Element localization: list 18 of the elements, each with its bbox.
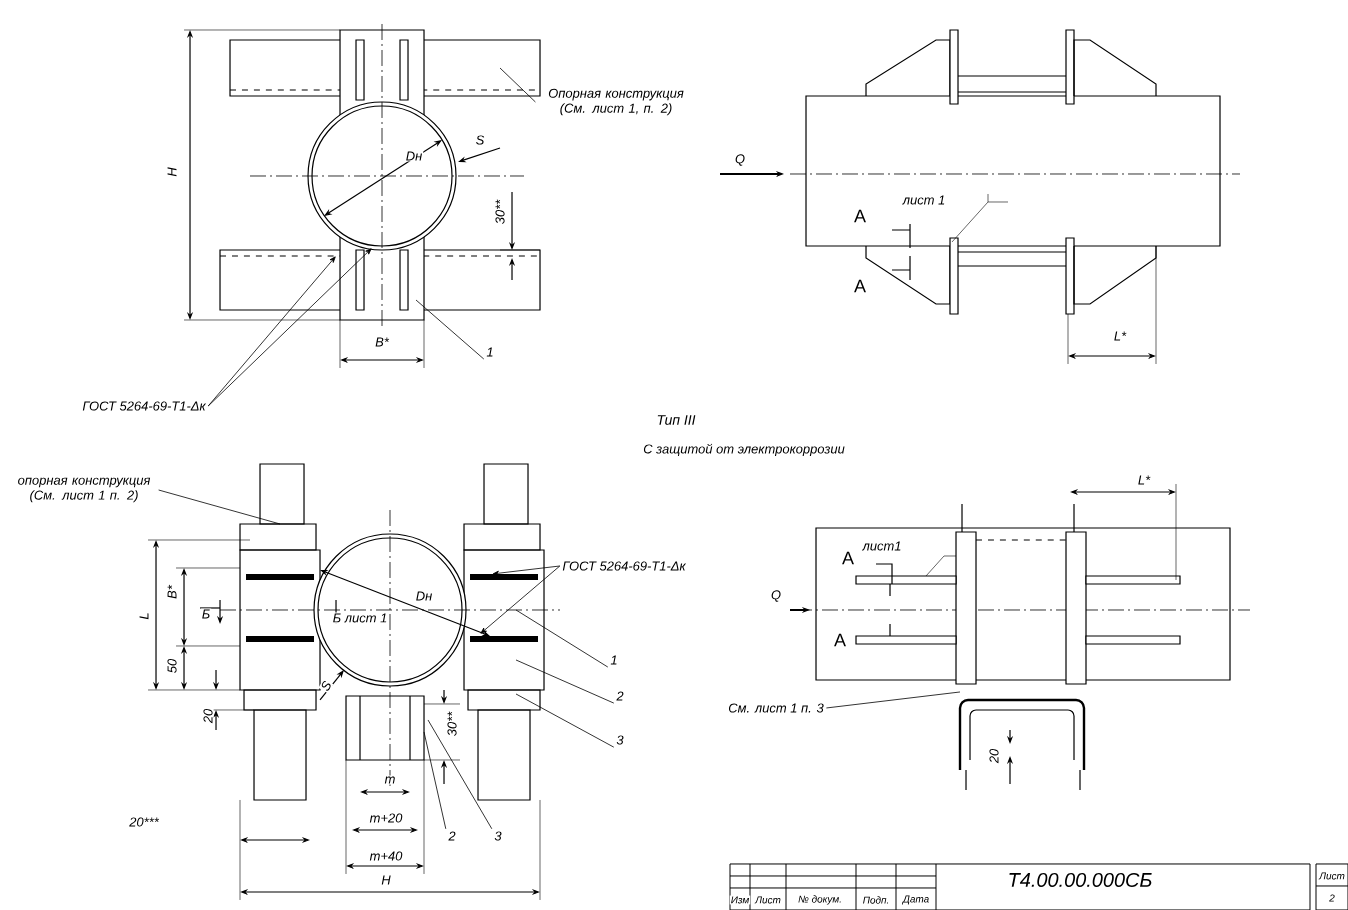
- leader-line: [207, 256, 336, 407]
- leader-line: [826, 691, 961, 709]
- leader-line: [427, 719, 493, 830]
- leader-line: [515, 609, 609, 668]
- dimension-label: A: [853, 278, 867, 294]
- drawing-number: Т4.00.00.000СБ: [1006, 871, 1154, 889]
- leader-line: [515, 659, 615, 704]
- leader-line: [499, 67, 536, 103]
- leader-line: [207, 248, 372, 407]
- dimension-label: A: [833, 632, 847, 648]
- leader-line: [158, 489, 281, 525]
- leader-line: [423, 731, 447, 830]
- dimension-label: A: [841, 550, 855, 566]
- leader-line: [515, 693, 615, 748]
- leader-line: [480, 565, 561, 634]
- dimension-label: A: [853, 208, 867, 224]
- leader-line: [415, 299, 485, 360]
- leader-line: [492, 565, 561, 576]
